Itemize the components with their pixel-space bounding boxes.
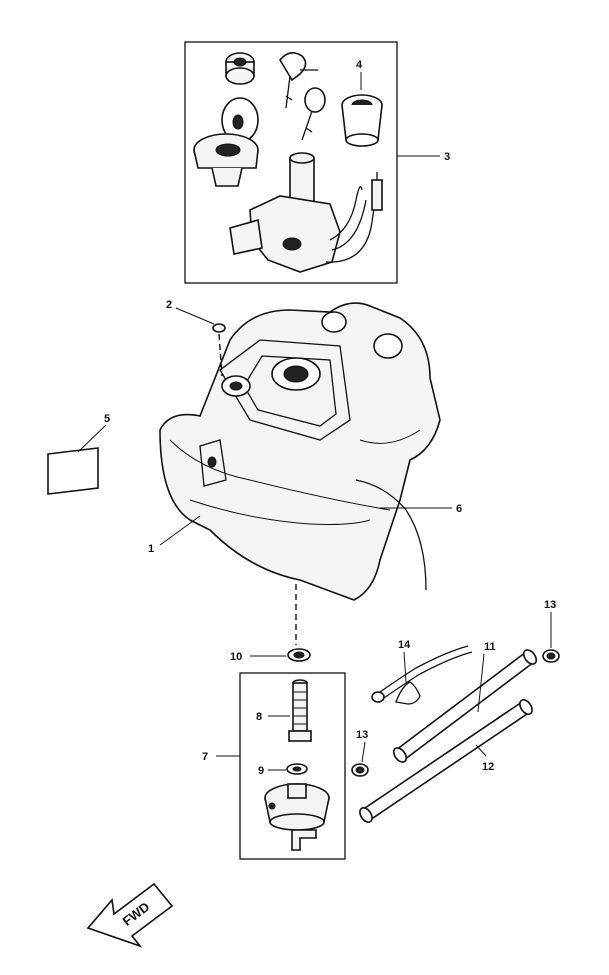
- fuel-filter: [288, 679, 312, 742]
- fuel-hose-11: [392, 649, 538, 763]
- ignition-switch: [229, 152, 383, 273]
- breather-pipe: [371, 645, 473, 705]
- callout-8: 8: [256, 711, 262, 723]
- fuel-cock-box: [239, 672, 346, 860]
- fuel-tank: [159, 302, 452, 601]
- callout-13-lower: 13: [356, 729, 368, 741]
- callout-11: 11: [484, 641, 496, 653]
- callout-1: 1: [148, 543, 154, 555]
- key-set: [279, 52, 326, 141]
- callout-7: 7: [202, 751, 208, 763]
- callout-6: 6: [456, 503, 462, 515]
- forward-direction-arrow: FWD: [86, 882, 174, 948]
- hose-clip-lower: [351, 741, 369, 777]
- lock-cylinder: [225, 52, 255, 85]
- callout-10: 10: [230, 651, 242, 663]
- hose-clip-upper: [542, 612, 560, 663]
- washer: [212, 323, 226, 333]
- callout-4: 4: [356, 59, 363, 71]
- callout-13-upper: 13: [544, 599, 556, 611]
- fuel-hose-12: [359, 699, 533, 823]
- lock-collar: 4: [341, 59, 383, 147]
- callout-12: 12: [482, 761, 494, 773]
- callout-14: 14: [398, 639, 411, 651]
- callout-2: 2: [166, 299, 172, 311]
- lock-set-box: [184, 41, 398, 284]
- label-sticker: [47, 447, 99, 495]
- cap-body: [193, 133, 259, 187]
- callout-9: 9: [258, 765, 264, 777]
- callout-3: 3: [444, 151, 450, 163]
- fuel-cock-valve: [264, 783, 330, 851]
- callout-5: 5: [104, 413, 110, 425]
